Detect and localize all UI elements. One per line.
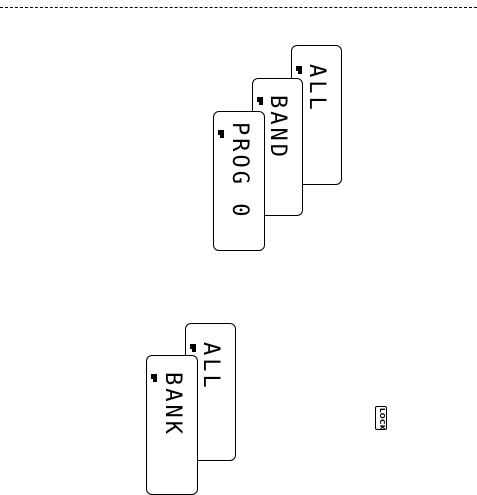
memory-mark-icon bbox=[192, 344, 196, 352]
memory-mark-icon bbox=[298, 66, 302, 74]
memory-mark-icon bbox=[259, 97, 263, 105]
lock-key-label: LOCK bbox=[378, 408, 386, 431]
lcd-text: BANK bbox=[161, 372, 183, 437]
lcd-display-prog: PROG 0 bbox=[213, 111, 265, 251]
dashed-divider bbox=[0, 7, 477, 8]
lcd-text: ALL bbox=[305, 64, 327, 113]
lcd-text: BAND bbox=[266, 95, 288, 160]
memory-mark-icon bbox=[153, 374, 157, 382]
lock-key-icon: LOCK bbox=[375, 406, 387, 430]
lcd-display-bank: BANK bbox=[146, 355, 198, 495]
lcd-text: PROG 0 bbox=[228, 122, 250, 219]
lcd-text: ALL bbox=[199, 342, 221, 391]
memory-mark-icon bbox=[220, 130, 224, 138]
